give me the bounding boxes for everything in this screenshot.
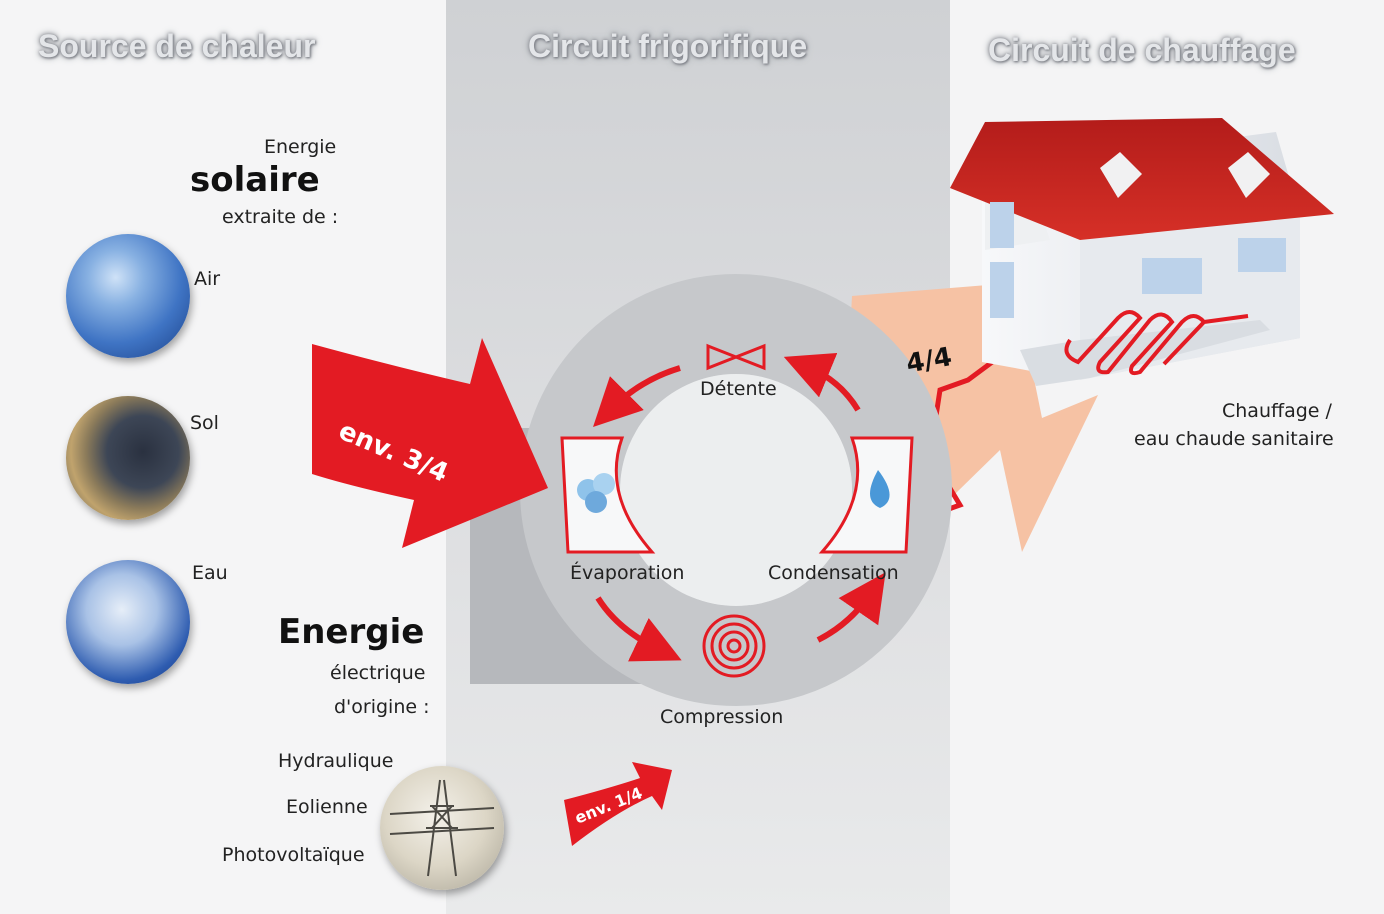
house-illustration xyxy=(950,118,1334,386)
water-globe-image xyxy=(66,560,190,684)
solar-title: solaire xyxy=(190,160,320,200)
electric-energy-arrow xyxy=(564,762,672,846)
electric-title: Energie xyxy=(278,612,425,652)
source-label-sol: Sol xyxy=(190,412,219,434)
output-line1: Chauffage / xyxy=(1222,400,1332,422)
evaporator-icon xyxy=(560,436,656,554)
air-globe-image xyxy=(66,234,190,358)
soil-globe-image xyxy=(66,396,190,520)
condenser-icon xyxy=(818,436,914,554)
output-line2: eau chaude sanitaire xyxy=(1134,428,1334,450)
power-pylon-globe-image xyxy=(380,766,504,890)
cycle-label-detente: Détente xyxy=(700,378,777,400)
solar-line3: extraite de : xyxy=(222,206,339,228)
source-label-eau: Eau xyxy=(192,562,228,584)
electric-source-hydraulique: Hydraulique xyxy=(278,750,394,772)
electric-source-eolienne: Eolienne xyxy=(286,796,368,818)
header-heating-circuit: Circuit de chauffage xyxy=(988,32,1296,68)
header-refrigeration-circuit: Circuit frigorifique xyxy=(528,28,808,64)
cycle-label-condensation: Condensation xyxy=(768,562,899,584)
ring-hole xyxy=(620,374,852,606)
expansion-valve-icon xyxy=(706,343,766,371)
solar-energy-arrow xyxy=(312,338,548,548)
electric-source-photovoltaique: Photovoltaïque xyxy=(222,844,365,866)
electric-line2: électrique xyxy=(330,662,426,684)
arrow-evaporation-to-compression xyxy=(595,596,682,662)
compressor-spiral-icon xyxy=(702,614,766,678)
cycle-label-evaporation: Évaporation xyxy=(570,562,685,584)
arrow-condensation-to-detente xyxy=(783,352,861,412)
solar-line1: Energie xyxy=(264,136,337,158)
header-source: Source de chaleur xyxy=(38,28,316,64)
source-label-air: Air xyxy=(194,268,221,290)
output-arrow xyxy=(848,284,1098,552)
cycle-label-compression: Compression xyxy=(660,706,784,728)
arrow-detente-to-evaporation xyxy=(593,365,681,427)
arrow-compression-to-condensation xyxy=(816,572,886,643)
electric-line3: d'origine : xyxy=(334,696,430,718)
power-pylon-icon xyxy=(389,779,495,877)
